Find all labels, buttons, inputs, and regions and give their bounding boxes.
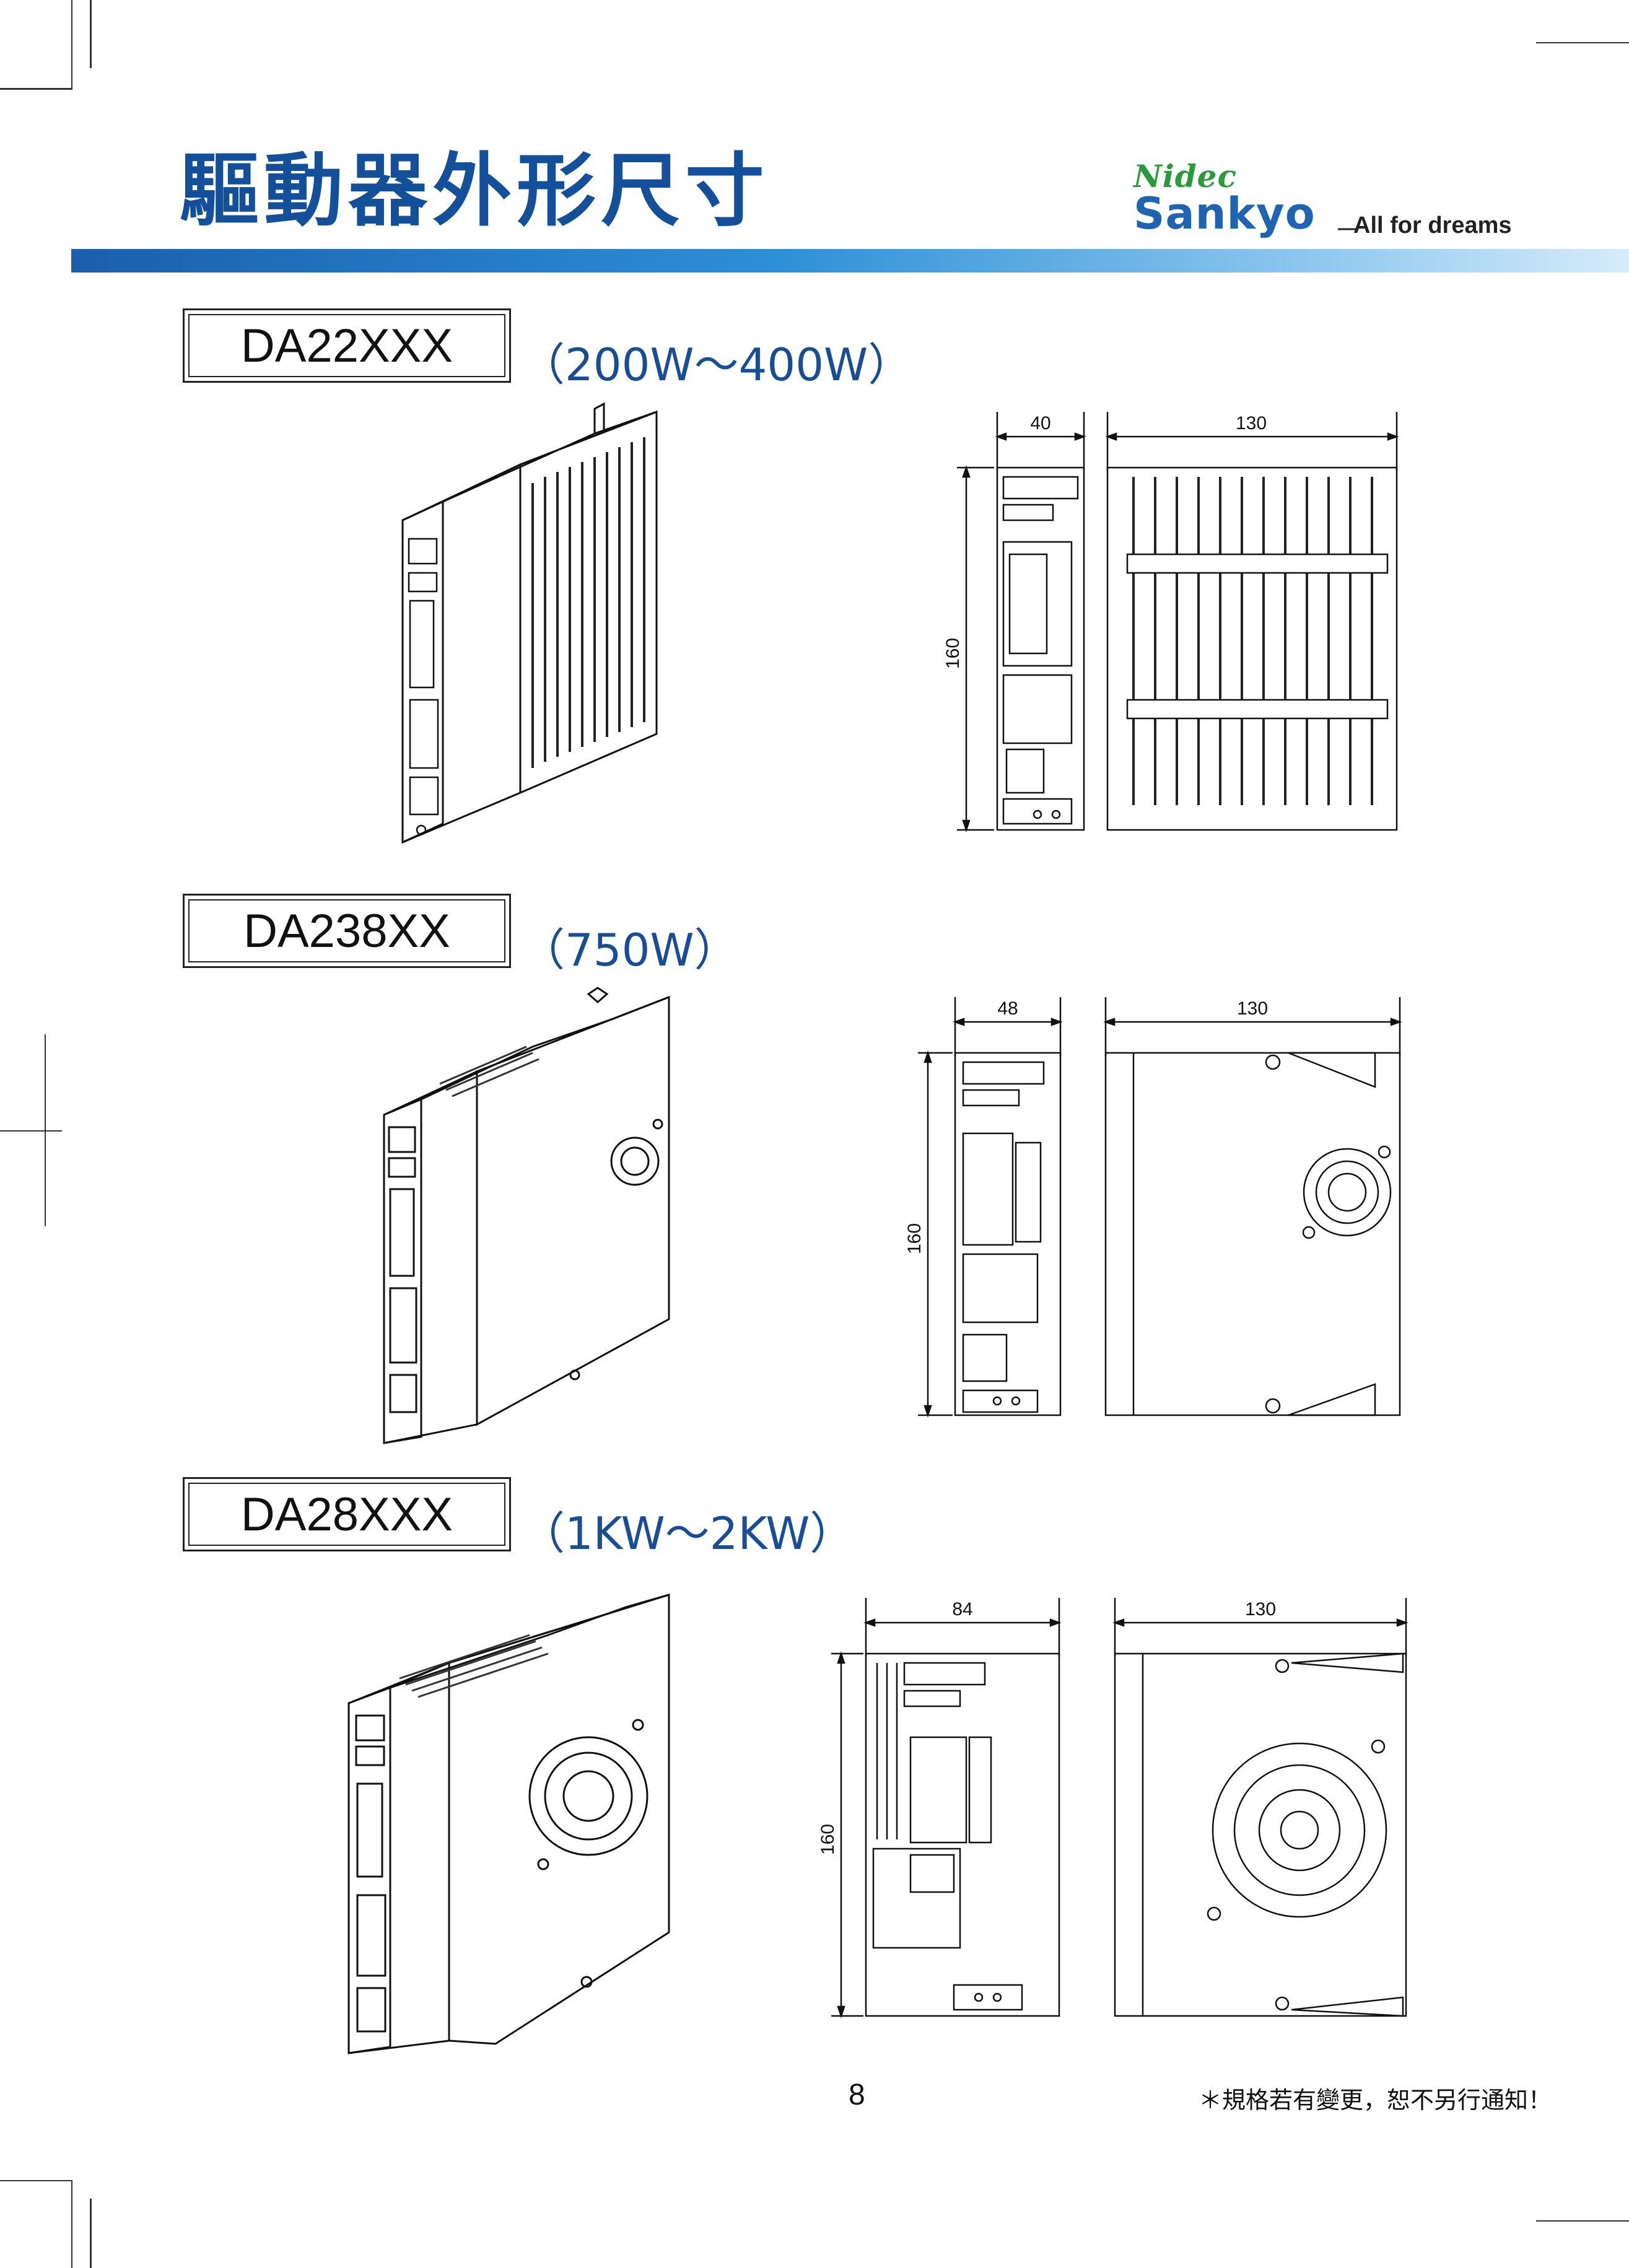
side-view-drawing: 130 [1105, 412, 1399, 831]
spec-change-notice: ＊規格若有變更，恕不另行通知！ [1199, 2087, 1552, 2114]
power-range: （1KW～2KW） [520, 1507, 855, 1559]
crop-mark [90, 2199, 92, 2268]
crop-mark [0, 2180, 71, 2181]
dimension-height: 160 [943, 638, 963, 669]
crop-mark [1536, 2220, 1629, 2222]
dimension-width: 84 [952, 1599, 972, 1620]
front-view-drawing: 40 160 [943, 412, 1086, 832]
model-name: DA22XXX [240, 319, 453, 372]
brand-logo: Nidec Sankyo All for dreams [1133, 158, 1548, 251]
model-name: DA238XX [243, 904, 450, 957]
tagline-dash-icon [1338, 228, 1356, 230]
side-view-drawing: 130 [1112, 1598, 1408, 2017]
dimension-height: 160 [818, 1824, 838, 1855]
crop-mark [90, 0, 92, 68]
model-name: DA28XXX [240, 1488, 453, 1541]
brand-tagline: All for dreams [1353, 212, 1512, 238]
crop-mark [71, 0, 72, 90]
power-range: （750W） [520, 924, 739, 976]
dimension-depth: 130 [1236, 413, 1267, 434]
page-title: 驅動器外形尺寸 [180, 145, 770, 237]
dimension-width: 40 [1030, 413, 1050, 434]
dimension-depth: 130 [1237, 998, 1268, 1019]
drive-isometric-drawing [401, 402, 658, 844]
side-view-drawing: 130 [1103, 997, 1402, 1416]
sankyo-logo: Sankyo [1133, 188, 1316, 239]
crop-mark [1536, 42, 1629, 43]
power-range: （200W～400W） [520, 339, 913, 391]
crop-mark [71, 2180, 72, 2268]
drive-isometric-drawing [383, 987, 670, 1444]
dimension-height: 160 [904, 1223, 925, 1254]
model-label-box: DA238XX [183, 894, 511, 968]
dimension-depth: 130 [1245, 1599, 1276, 1620]
nidec-logo: Nidec [1133, 158, 1237, 194]
page-number: 8 [849, 2078, 865, 2111]
front-view-drawing: 48 160 [904, 997, 1063, 1418]
model-label-box: DA28XXX [183, 1477, 511, 1551]
dimension-width: 48 [997, 998, 1018, 1019]
crop-mark [0, 88, 71, 90]
header-gradient-bar [71, 249, 1629, 273]
crop-mark [0, 1130, 62, 1132]
model-label-box: DA22XXX [183, 308, 511, 383]
front-view-drawing: 84 160 [818, 1598, 1062, 2018]
drive-isometric-drawing [347, 1593, 670, 2054]
